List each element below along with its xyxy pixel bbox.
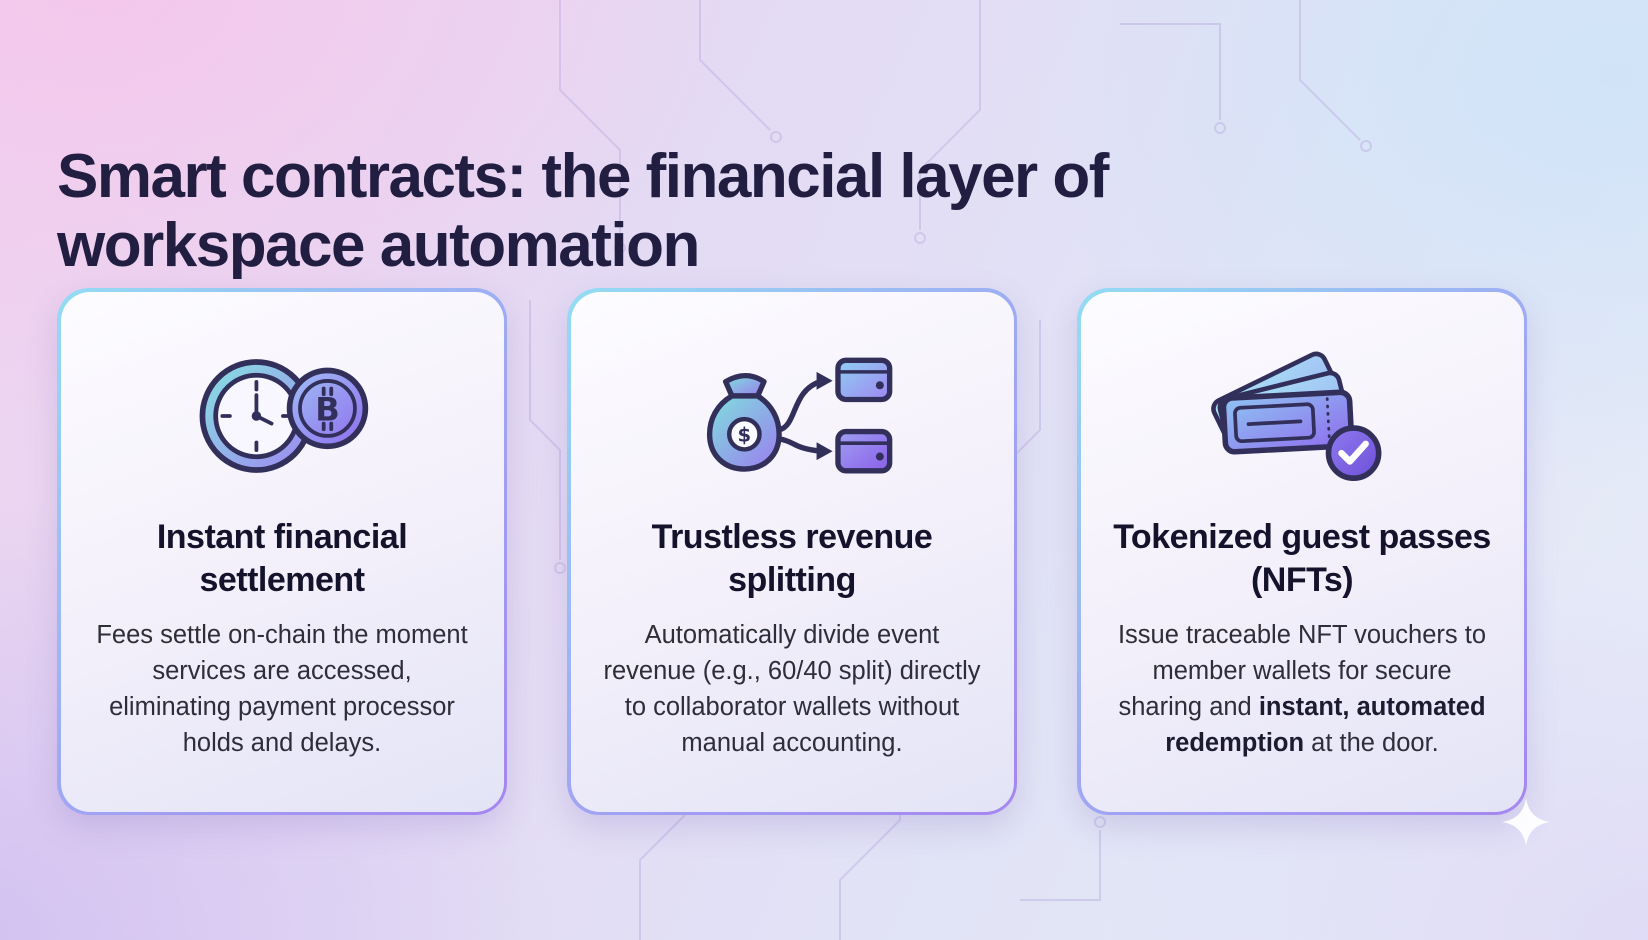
- card-tokenized-guest-passes: Tokenized guest passes (NFTs) Issue trac…: [1077, 288, 1527, 815]
- card-body-text: at the door.: [1304, 729, 1439, 758]
- card-icon-wrap: B: [192, 332, 372, 500]
- money-split-wallets-icon: $: [706, 357, 892, 473]
- card-body: Automatically divide event revenue (e.g.…: [603, 620, 981, 758]
- card-icon-wrap: $: [690, 332, 895, 500]
- nft-ticket-check-icon: [1210, 351, 1381, 481]
- card-instant-financial-settlement: B Instant financial settlement Fees sett…: [57, 288, 507, 815]
- card-body-bold-text: instant, automated redemption: [1165, 692, 1486, 758]
- card-body: Fees settle on-chain the moment services…: [96, 620, 468, 758]
- svg-text:B: B: [315, 390, 340, 428]
- card-trustless-revenue-splitting: $ Trustless revenue splitting Auto: [567, 288, 1017, 815]
- card-heading: Instant financial settlement: [156, 517, 408, 600]
- cards-row: B Instant financial settlement Fees sett…: [57, 288, 1527, 815]
- clock-bitcoin-icon: B: [199, 358, 369, 473]
- card-body-text: Issue traceable NFT vouchers to member w…: [1117, 620, 1487, 721]
- card-heading: Trustless revenue splitting: [651, 517, 933, 600]
- sparkle-icon: [1502, 798, 1550, 846]
- card-icon-wrap: [1205, 332, 1400, 500]
- page-title-line-1: Smart contracts: the financial layer of: [57, 141, 1109, 211]
- page-title: Smart contracts: the financial layer of …: [57, 142, 1417, 281]
- svg-text:$: $: [737, 423, 751, 446]
- card-heading: Tokenized guest passes (NFTs): [1113, 517, 1491, 600]
- page-title-line-2: workspace automation: [57, 210, 700, 280]
- card-body: Issue traceable NFT vouchers to member w…: [1109, 617, 1496, 762]
